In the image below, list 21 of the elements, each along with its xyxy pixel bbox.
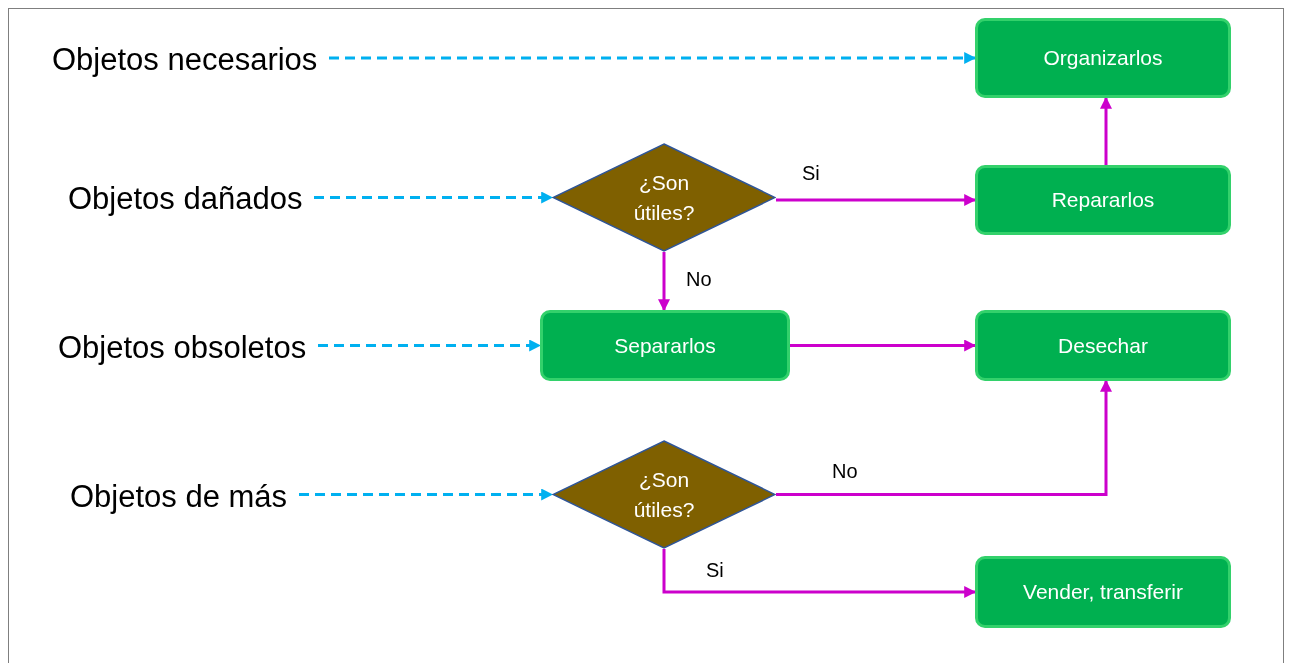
arrow (1100, 96, 1112, 165)
category-label: Objetos dañados (68, 177, 303, 221)
arrow (776, 379, 1112, 496)
arrow (329, 52, 977, 64)
process-box: Repararlos (975, 165, 1231, 235)
category-label: Objetos necesarios (52, 38, 318, 82)
decision-diamond: ¿Son útiles? (552, 143, 776, 252)
process-box: Organizarlos (975, 18, 1231, 98)
decision-diamond: ¿Son útiles? (552, 440, 776, 549)
arrow (314, 191, 554, 204)
process-box: Desechar (975, 310, 1231, 381)
arrow (658, 252, 670, 312)
arrow (662, 549, 977, 598)
process-box: Separarlos (540, 310, 790, 381)
arrow (299, 488, 554, 501)
arrow (790, 339, 977, 352)
arrow (776, 194, 977, 206)
process-box: Vender, transferir (975, 556, 1231, 628)
category-label: Objetos obsoletos (58, 326, 307, 370)
category-label: Objetos de más (70, 475, 288, 519)
arrow (318, 339, 542, 352)
